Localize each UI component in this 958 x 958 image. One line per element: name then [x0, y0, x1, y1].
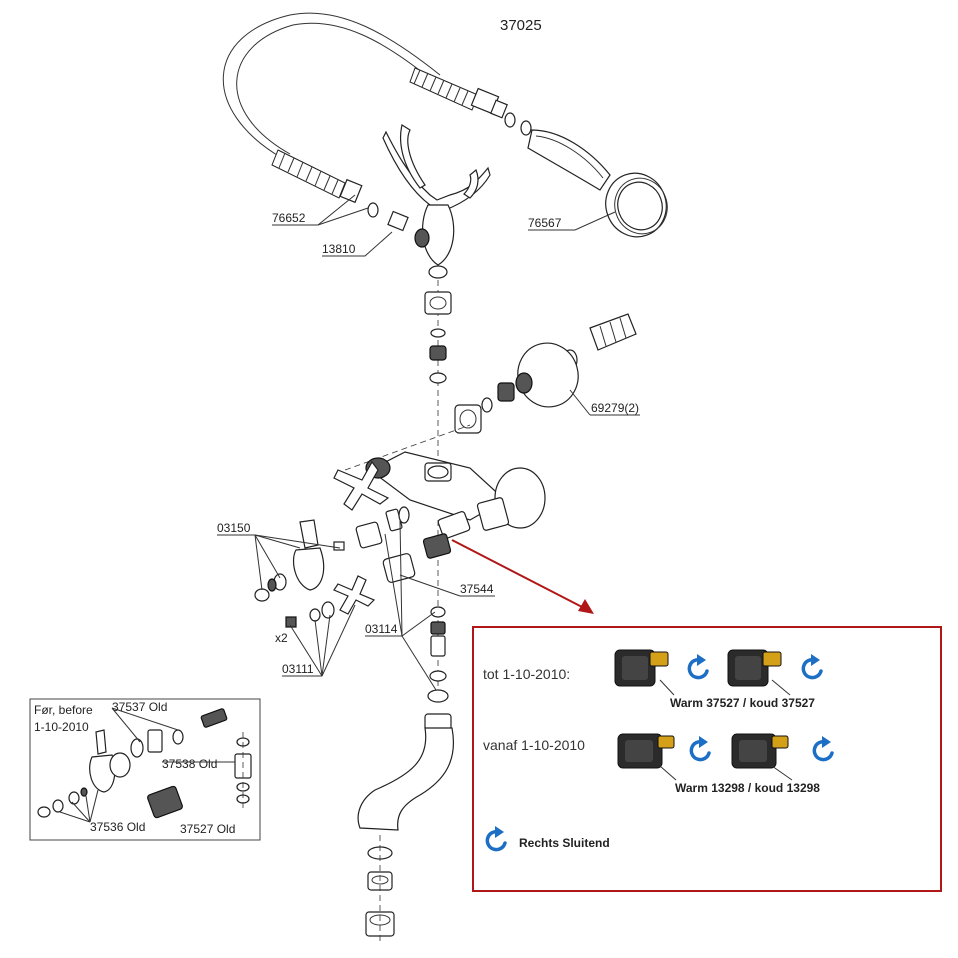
label-x2: x2 — [275, 631, 288, 645]
riser-parts — [424, 291, 452, 384]
inset-before-line1: Før, before — [34, 703, 93, 717]
inset-label-37527: 37527 Old — [180, 822, 235, 836]
clockwise-arrow-icon — [801, 654, 823, 680]
clockwise-arrow-icon — [485, 826, 507, 852]
hand-shower — [527, 129, 668, 238]
inset-old-parts: Før, before 1-10-2010 37537 Old 37538 Ol… — [29, 698, 261, 841]
hose-coil-right — [409, 67, 508, 119]
bath-spout — [357, 713, 454, 937]
cartridge-image-warm-old — [614, 649, 675, 696]
inset-label-37538: 37538 Old — [162, 757, 217, 771]
cartridge-image-warm-new — [617, 733, 677, 781]
cartridge-image-cold-new — [731, 733, 793, 781]
label-76567: 76567 — [528, 216, 562, 230]
label-03150: 03150 — [217, 521, 251, 535]
cartridge-image-cold-old — [727, 649, 791, 696]
label-13810: 13810 — [322, 242, 356, 256]
mixer-body — [333, 451, 546, 539]
leader-lines — [217, 194, 640, 691]
callout-arrow — [451, 539, 594, 614]
clockwise-arrow-icon — [689, 736, 711, 762]
label-76652: 76652 — [272, 211, 306, 225]
wall-connector — [454, 313, 637, 434]
panel-legend-label: Rechts Sluitend — [519, 836, 610, 850]
shower-hose — [222, 12, 532, 232]
panel-row1-parts: Warm 37527 / koud 37527 — [670, 696, 815, 710]
clockwise-arrow-icon — [812, 736, 834, 762]
lever-handle-group — [254, 519, 345, 602]
inset-label-37537: 37537 Old — [112, 700, 167, 714]
panel-row2-label: vanaf 1-10-2010 — [483, 737, 585, 753]
cartridge-info-panel: tot 1-10-2010: vanaf 1-10-2010 Warm 3752… — [472, 626, 942, 892]
label-03111: 03111 — [282, 662, 314, 676]
inset-label-37536: 37536 Old — [90, 820, 145, 834]
shower-fork-holder — [382, 124, 491, 279]
clockwise-arrow-icon — [687, 654, 709, 680]
label-37544: 37544 — [460, 582, 494, 596]
panel-row1-label: tot 1-10-2010: — [483, 666, 570, 682]
label-03114: 03114 — [365, 622, 398, 636]
panel-row2-parts: Warm 13298 / koud 13298 — [675, 781, 820, 795]
hose-coil-left — [271, 149, 363, 204]
inset-before-line2: 1-10-2010 — [34, 720, 89, 734]
diagram-title: 37025 — [500, 17, 542, 34]
cartridge-group — [285, 506, 452, 628]
label-69279: 69279(2) — [591, 401, 639, 415]
diverter-parts — [427, 606, 449, 703]
